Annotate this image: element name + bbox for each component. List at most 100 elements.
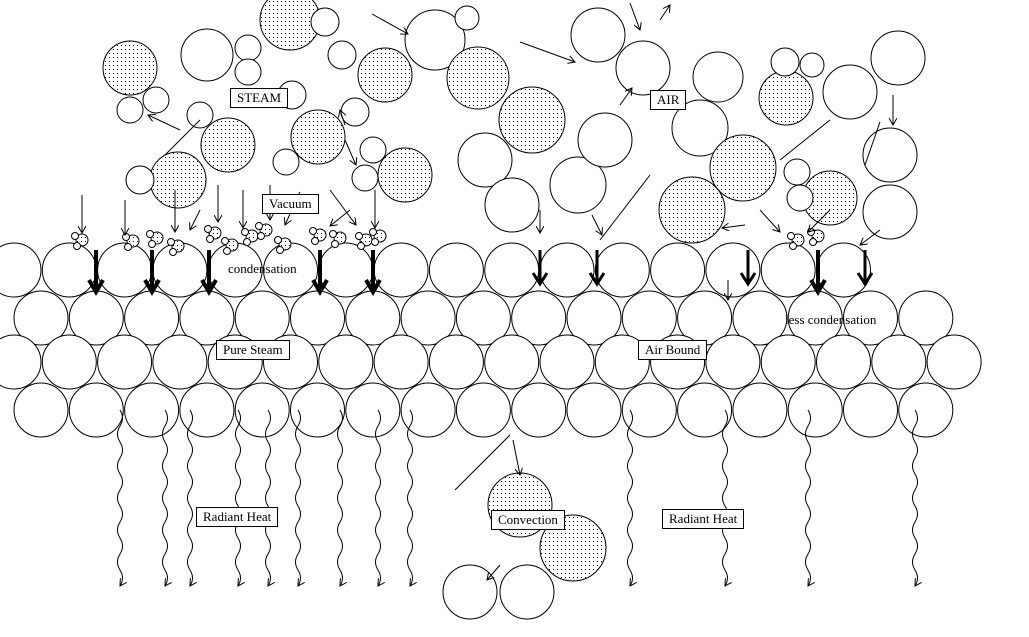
air-molecule (234, 58, 262, 86)
condensation-arrow (143, 250, 161, 296)
steam-molecule (658, 176, 726, 244)
air-molecule (454, 5, 480, 31)
wall-molecule (539, 334, 595, 390)
wall-molecule (41, 242, 97, 298)
steam-molecule (498, 86, 566, 154)
condensation-label: condensation (228, 261, 297, 276)
droplet-bubble (148, 240, 156, 248)
air-molecule (359, 136, 387, 164)
less-condensation-label: less condensation (785, 312, 877, 327)
arrow (591, 214, 602, 235)
wall-molecule (152, 334, 208, 390)
line (599, 174, 651, 241)
radiant-heat-left-label: Radiant Heat (196, 507, 279, 527)
wall-molecule (345, 382, 401, 438)
wall-molecule (926, 334, 982, 390)
wall-molecule (455, 382, 511, 438)
arrow (808, 209, 831, 232)
arrow (860, 229, 881, 245)
pure-steam-label: Pure Steam (216, 340, 290, 360)
steam-label: STEAM (230, 88, 289, 108)
radiant-heat-wave (375, 409, 381, 586)
wall-molecule (428, 242, 484, 298)
radiant-heat-wave (117, 409, 123, 586)
wall-molecule (0, 334, 42, 390)
air-molecule (615, 40, 671, 96)
air-molecule (577, 112, 633, 168)
air-molecule (484, 177, 540, 233)
gas-molecules (71, 0, 926, 620)
droplet-bubble (223, 247, 231, 255)
wall-molecule (234, 382, 290, 438)
air-molecule (116, 96, 144, 124)
wall-molecule (705, 334, 761, 390)
droplet-bubble (73, 242, 81, 250)
droplet-bubble (787, 232, 795, 240)
vacuum-label: Vacuum (262, 194, 319, 214)
wall-molecule (318, 242, 374, 298)
air-bound-label: Air Bound (638, 340, 708, 360)
wall-molecule (760, 242, 816, 298)
steam-molecule (102, 40, 158, 96)
radiant-heat-wave (407, 409, 413, 586)
wall-molecule (787, 382, 843, 438)
air-molecule (404, 9, 466, 71)
radiant-heat-wave (235, 409, 241, 586)
droplet-bubble (355, 232, 363, 240)
steam-molecule (539, 514, 607, 582)
arrow (344, 139, 356, 165)
steam-molecule (377, 147, 433, 203)
wall-molecule (318, 334, 374, 390)
radiant-heat-waves (117, 409, 918, 586)
droplet-bubble (146, 230, 154, 238)
droplet-bubble (122, 233, 130, 241)
air-molecule (570, 7, 626, 63)
droplet-bubble (206, 235, 214, 243)
air-molecule (327, 40, 357, 70)
wall-molecule (41, 334, 97, 390)
wall-molecule (124, 382, 180, 438)
arrow (659, 5, 670, 21)
arrow (371, 13, 408, 34)
wall-molecule (871, 334, 927, 390)
droplet-bubble (167, 238, 175, 246)
air-molecule (499, 564, 555, 620)
air-molecule (340, 97, 370, 127)
arrow (619, 88, 632, 106)
air-molecule (142, 86, 170, 114)
arrow (487, 564, 501, 580)
arrow (629, 2, 640, 30)
radiant-heat-wave (295, 409, 301, 586)
radiant-heat-wave (722, 409, 728, 586)
wall-molecule (898, 290, 954, 346)
condensation-arrow (809, 250, 827, 296)
wall-molecule (68, 382, 124, 438)
line (779, 119, 831, 161)
air-molecule (351, 164, 379, 192)
arrow (722, 225, 746, 228)
wall-molecule (594, 242, 650, 298)
droplet-bubble (369, 228, 377, 236)
wall-molecule (290, 382, 345, 438)
line (454, 434, 511, 491)
air-molecule (770, 47, 800, 77)
wall-molecule (455, 290, 511, 346)
droplet-bubble (311, 237, 319, 245)
wall-molecule (677, 382, 733, 438)
wall-molecule (373, 334, 429, 390)
droplet-bubble (357, 242, 365, 250)
droplet-bubble (71, 232, 79, 240)
radiant-heat-wave (805, 409, 811, 586)
droplet-bubble (789, 242, 797, 250)
droplet-bubble (221, 237, 229, 245)
condensation-arrow (739, 250, 757, 287)
wall-molecule (539, 242, 595, 298)
wall-molecule (428, 334, 484, 390)
air-molecule (671, 99, 729, 157)
air-molecule (783, 158, 811, 186)
droplet-bubble (329, 230, 337, 238)
arrow (329, 189, 356, 225)
arrow (340, 110, 345, 126)
arrow (759, 209, 780, 232)
